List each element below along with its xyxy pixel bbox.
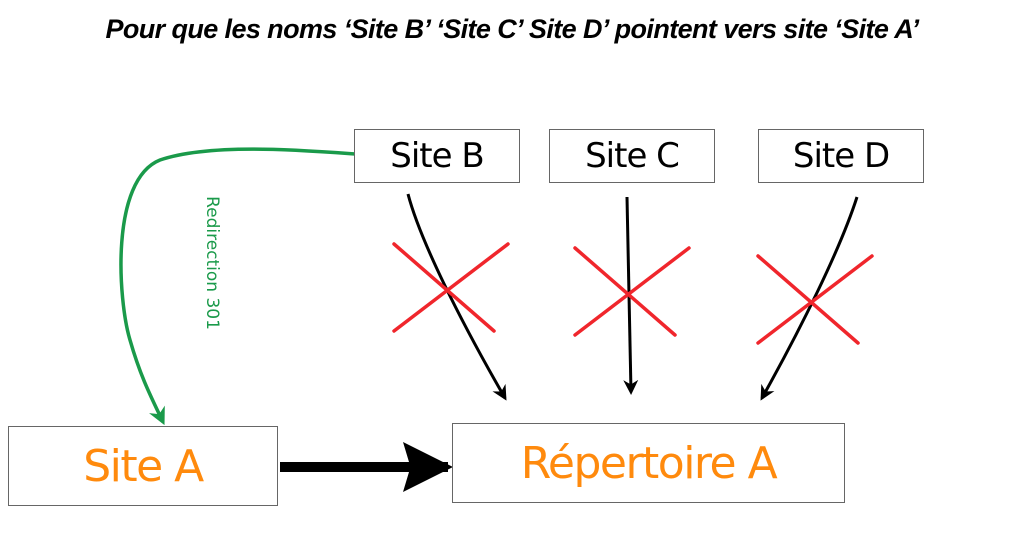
node-site-d: Site D (758, 129, 924, 183)
node-site-d-label: Site D (792, 136, 890, 176)
blocked-cross-site-b (392, 242, 510, 333)
arrow-site-d-to-repertoire (760, 196, 859, 401)
node-repertoire-a-label: Répertoire A (520, 437, 778, 489)
arrow-site-b-to-repertoire (406, 193, 507, 401)
node-site-b-label: Site B (390, 136, 484, 176)
redirect-arrow (119, 147, 356, 426)
redirect-label: Redirection 301 (202, 196, 222, 330)
node-site-c-label: Site C (585, 136, 680, 176)
blocked-cross-site-c (573, 246, 691, 337)
blocked-cross-site-d (756, 254, 874, 345)
node-repertoire-a: Répertoire A (452, 423, 845, 503)
diagram-title: Pour que les noms ‘Site B’ ‘Site C’ Site… (105, 14, 919, 44)
node-site-a-label: Site A (83, 440, 204, 492)
node-site-b: Site B (354, 129, 520, 183)
node-site-a: Site A (8, 426, 278, 506)
node-site-c: Site C (549, 129, 715, 183)
